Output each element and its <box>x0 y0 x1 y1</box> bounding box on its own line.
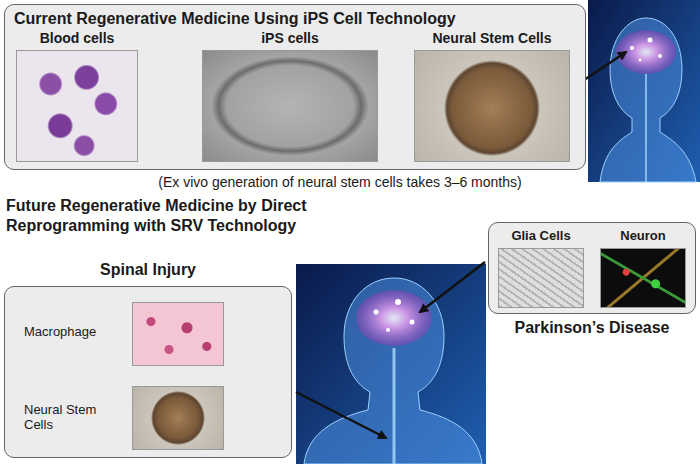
text-holder: Blood cells <box>16 30 138 46</box>
cell-image <box>132 386 224 450</box>
text-holder: Spinal Injury <box>4 261 292 279</box>
image-label: Glia Cells <box>498 228 584 243</box>
pointer-arrow <box>420 262 485 312</box>
cell-image <box>202 50 378 162</box>
image-label: Neural Stem Cells <box>414 30 570 46</box>
image-node: Neural Stem Cells <box>24 386 228 450</box>
image-node: Neuron <box>600 228 686 308</box>
image-node: iPS cells <box>202 30 378 162</box>
text-holder: Neural Stem Cells <box>414 30 570 46</box>
text-holder: iPS cells <box>202 30 378 46</box>
section-panel: Parkinson’s Disease Glia Cells Neuron <box>488 222 696 342</box>
image-node: Neural Stem Cells <box>414 30 570 162</box>
note-text: (Ex vivo generation of neural stem cells… <box>100 174 580 190</box>
panel-heading: Current Regenerative Medicine Using iPS … <box>14 10 574 28</box>
text-holder: Current Regenerative Medicine Using iPS … <box>14 10 574 28</box>
image-node: Macrophage <box>24 302 228 366</box>
head-illustration <box>588 0 700 182</box>
section-panel: Spinal InjuryMacrophageNeural Stem Cells <box>4 258 292 458</box>
text-holder: Parkinson’s Disease <box>488 319 696 337</box>
section-panel: Current Regenerative Medicine Using iPS … <box>4 4 586 170</box>
image-label: Macrophage <box>24 324 128 339</box>
section-heading: Future Regenerative Medicine by Direct R… <box>6 196 426 236</box>
image-label: Neuron <box>600 228 686 243</box>
cell-image <box>132 302 224 366</box>
panel-heading: Spinal Injury <box>4 261 292 279</box>
cell-image <box>498 248 584 308</box>
image-label: Neural Stem Cells <box>24 402 128 432</box>
image-node: Glia Cells <box>498 228 584 308</box>
cell-image <box>414 50 570 162</box>
image-node: Blood cells <box>16 30 138 162</box>
cell-image <box>600 248 686 308</box>
cell-image <box>16 50 138 162</box>
text-holder: Macrophage <box>24 324 128 339</box>
text-holder: Neural Stem Cells <box>24 402 128 432</box>
text-holder: Neuron <box>600 228 686 243</box>
image-label: iPS cells <box>202 30 378 46</box>
body-illustration <box>296 264 486 464</box>
pointer-arrow <box>296 392 386 438</box>
panel-heading: Parkinson’s Disease <box>488 319 696 337</box>
text-holder: Glia Cells <box>498 228 584 243</box>
image-label: Blood cells <box>16 30 138 46</box>
